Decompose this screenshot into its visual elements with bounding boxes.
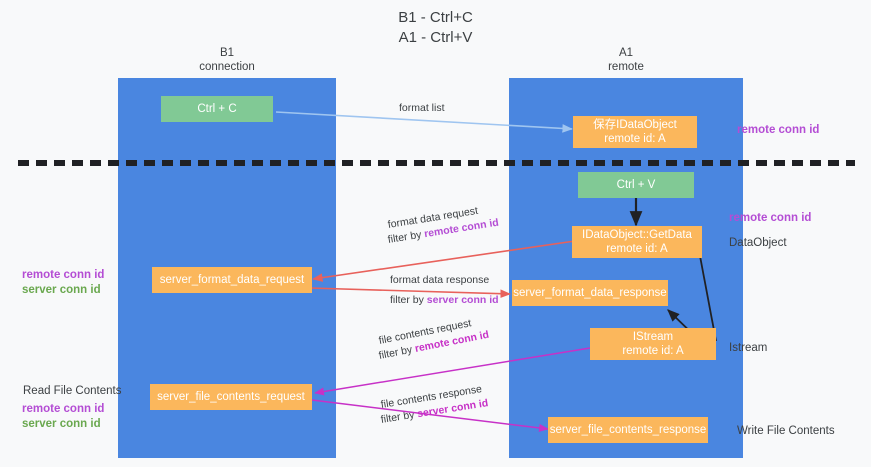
column-header-a1: A1 remote (608, 47, 644, 73)
edge-label-format-data-response-line2: filter by server conn id (390, 294, 499, 307)
annotation-istream: Istream (729, 342, 768, 354)
annotation-left-remote-conn-id: remote conn id (22, 269, 105, 281)
wire-format-data-request (312, 240, 576, 282)
box-idataobject-getdata[interactable]: IDataObject::GetData remote id: A (572, 226, 702, 258)
box-server-file-contents-request[interactable]: server_file_contents_request (150, 384, 312, 410)
annotation-dataobject: DataObject (729, 237, 787, 249)
box-server-file-contents-response[interactable]: server_file_contents_response (548, 417, 708, 443)
annotation-left-server-conn-id: server conn id (22, 284, 101, 296)
edge-label-format-data-response: format data response filter by server co… (390, 274, 499, 307)
wire-getdata-istream-a (699, 255, 717, 342)
annotation-remote-conn-id-mid: remote conn id (729, 212, 812, 224)
box-ctrl-c[interactable]: Ctrl + C (161, 96, 273, 122)
box-server-format-data-response[interactable]: server_format_data_response (512, 280, 668, 306)
box-istream[interactable]: IStream remote id: A (590, 328, 716, 360)
filter-prefix: filter by (390, 294, 427, 306)
box-server-format-data-request[interactable]: server_format_data_request (152, 267, 312, 293)
annotation-left-server-conn-id-2: server conn id (22, 418, 101, 430)
annotation-read-file-contents: Read File Contents (23, 385, 122, 397)
annotation-left-remote-conn-id-2: remote conn id (22, 403, 105, 415)
wire-file-contents-response (311, 399, 549, 432)
wire-file-contents-request (314, 347, 591, 396)
box-save-idataobject[interactable]: 保存IDataObject remote id: A (573, 116, 697, 148)
page-title: B1 - Ctrl+C A1 - Ctrl+V (398, 9, 473, 46)
annotation-write-file-contents: Write File Contents (737, 425, 835, 437)
annotation-remote-conn-id-top: remote conn id (737, 124, 820, 136)
edge-label-format-data-response-line1: format data response (390, 274, 490, 286)
wire-format-list (275, 111, 573, 133)
wire-format-data-response (309, 287, 511, 299)
box-ctrl-v[interactable]: Ctrl + V (578, 172, 694, 198)
filter-key-server-conn-id: server conn id (426, 294, 499, 306)
edge-label-format-list: format list (399, 102, 445, 114)
column-header-b1: B1 connection (199, 47, 255, 73)
